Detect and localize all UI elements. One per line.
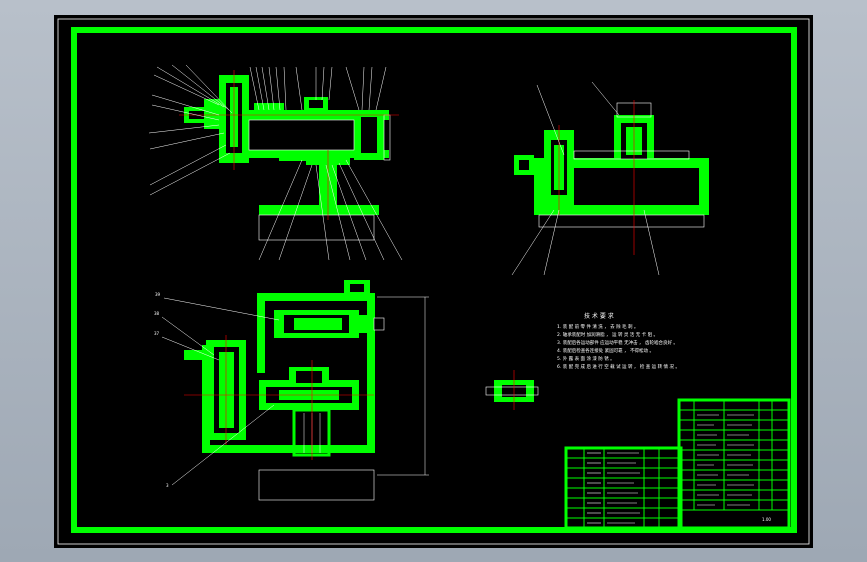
note-6: 6. 装 配 完 成 后 进 行 空 载 试 运 转 ， 检 查 运 转 情 况…	[557, 363, 680, 370]
note-1: 1. 装 配 前 零 件 清 洗 ， 去 除 毛 刺 。	[557, 323, 638, 330]
top-view: 39 38 37 3	[154, 280, 429, 501]
part-label-3: 3	[166, 483, 169, 488]
part-label-38: 38	[154, 311, 160, 316]
notes-title: 技 术 要 求	[584, 312, 614, 320]
drawing-frame	[71, 27, 797, 533]
note-4: 4. 装配后检查各连接处 紧固可靠 ， 不得松动 。	[557, 347, 654, 354]
drawing-sheet: 39 38 37 3 技 术 要 求 1. 装 配 前 零 件 清 洗 ， 去 …	[54, 15, 813, 548]
detail-view	[485, 370, 539, 410]
note-5: 5. 外 露 表 面 涂 漆 防 锈 。	[557, 355, 615, 362]
assembly-drawing: 39 38 37 3 技 术 要 求 1. 装 配 前 零 件 清 洗 ， 去 …	[57, 18, 810, 545]
sheet-mark: 1.00	[762, 517, 771, 522]
note-3: 3. 装配后各运动部件 应运动平稳 无冲击 ， 齿轮啮合良好 。	[557, 339, 678, 346]
front-view	[148, 64, 403, 261]
part-label-39: 39	[155, 292, 161, 297]
part-label-37: 37	[154, 331, 160, 336]
base-plate	[259, 205, 379, 215]
side-view	[511, 81, 709, 276]
technical-notes: 技 术 要 求 1. 装 配 前 零 件 清 洗 ， 去 除 毛 刺 。 2. …	[557, 312, 680, 370]
outer-border	[57, 18, 810, 545]
parts-list: 1.00	[564, 398, 791, 530]
note-2: 2. 轴承装配时 加润滑脂 ， 运 转 灵 活 无 卡 阻 。	[557, 331, 658, 338]
